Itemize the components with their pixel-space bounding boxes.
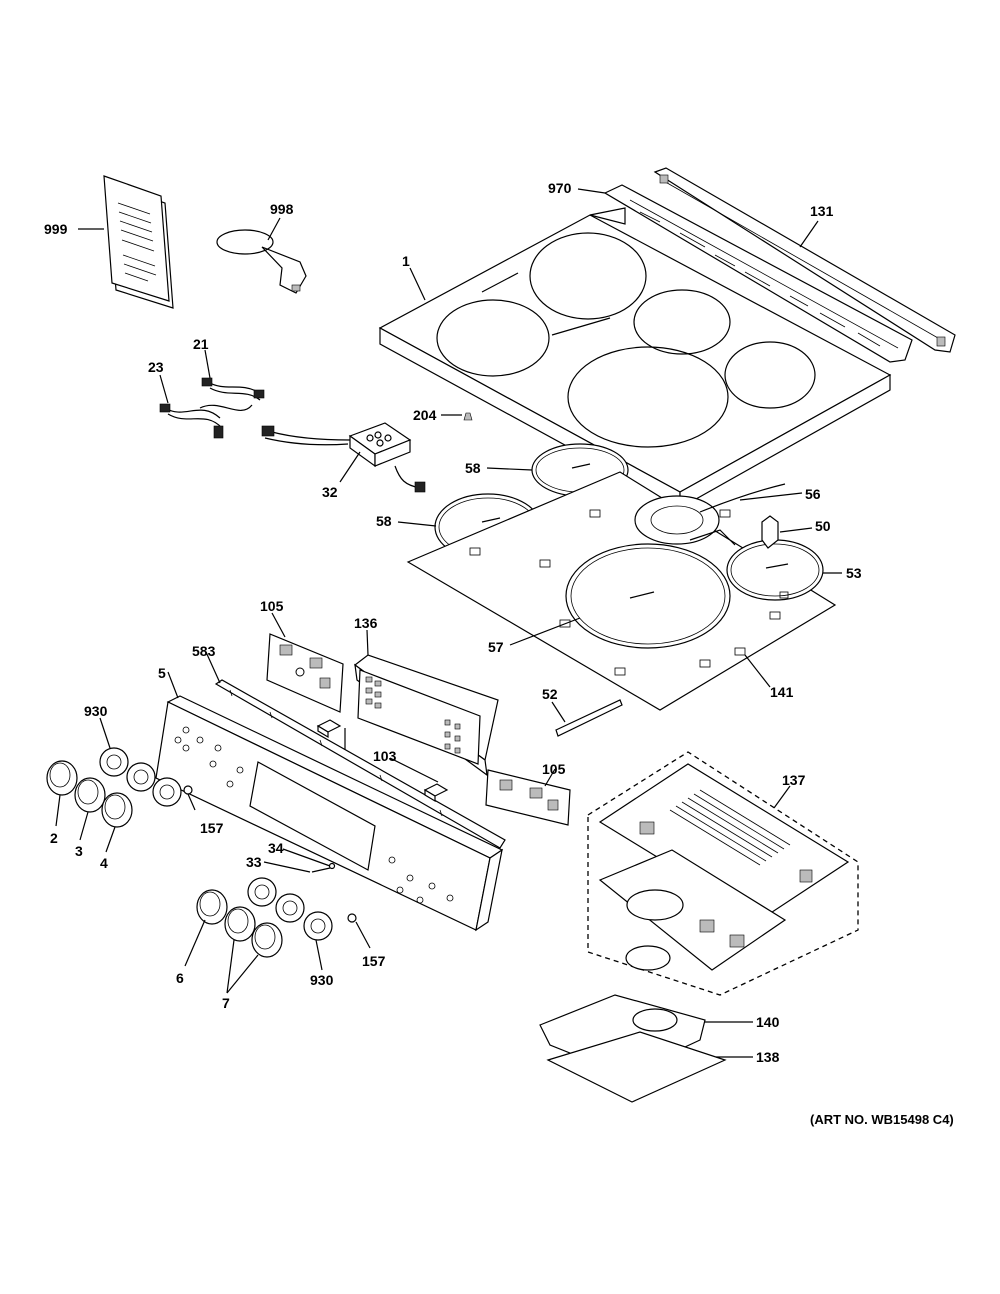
part-131-rear-bracket [653,167,956,353]
part-136-display-control [353,654,499,872]
part-103-clip-upper [316,719,342,739]
leader-lines [55,188,842,1058]
label-23: 23 [148,359,164,375]
label-141: 141 [770,684,794,700]
label-52: 52 [542,686,558,702]
part-970-rear-trim [603,184,913,363]
part-138-base-plate [546,1031,727,1103]
label-58-left: 58 [376,513,392,529]
label-7: 7 [222,995,230,1011]
label-930-left: 930 [84,703,108,719]
label-105-right: 105 [542,761,566,777]
part-998-anti-tip-strap [216,229,307,294]
label-998: 998 [270,201,294,217]
part-930-knob-bezel-right [247,877,333,941]
label-157-left: 157 [200,820,224,836]
label-50: 50 [815,518,831,534]
part-labels: 999 998 970 131 1 21 23 204 32 58 58 56 … [44,180,954,1127]
label-58-rear: 58 [465,460,481,476]
part-4-knob [101,792,133,828]
label-105-left: 105 [260,598,284,614]
part-105-right-control-board [485,769,571,826]
label-2: 2 [50,830,58,846]
part-23-wire-harness [159,403,253,439]
label-157-right: 157 [362,953,386,969]
label-6: 6 [176,970,184,986]
label-1: 1 [402,253,410,269]
label-56: 56 [805,486,821,502]
part-21-wire-harness [201,377,265,401]
part-999-owner-manual [103,175,174,309]
part-3-knob [74,777,106,813]
label-999: 999 [44,221,68,237]
label-138: 138 [756,1049,780,1065]
part-7-knob-pair [224,906,283,958]
label-33: 33 [246,854,262,870]
label-583: 583 [192,643,216,659]
part-157-nut-left [183,785,193,795]
part-583-control-rail [214,679,506,849]
label-137: 137 [782,772,806,788]
label-131: 131 [810,203,834,219]
part-204-fastener [463,412,473,421]
label-57: 57 [488,639,504,655]
part-157-nut-right [347,913,357,923]
label-5: 5 [158,665,166,681]
part-50-sensor-bracket [761,515,779,549]
part-103-clip-lower [423,783,449,803]
label-4: 4 [100,855,108,871]
part-33-34-screw [311,862,336,873]
art-number: (ART NO. WB15498 C4) [810,1112,954,1127]
part-930-knob-bezel-left [99,747,182,807]
label-21: 21 [193,336,209,352]
label-103: 103 [373,748,397,764]
label-930-right: 930 [310,972,334,988]
part-6-knob [196,889,228,925]
label-204: 204 [413,407,437,423]
part-105-left-control-board [266,633,344,713]
part-56-center-coil [634,483,786,546]
label-140: 140 [756,1014,780,1030]
label-53: 53 [846,565,862,581]
label-136: 136 [354,615,378,631]
label-32: 32 [322,484,338,500]
part-5-control-panel [155,695,504,932]
label-34: 34 [268,840,284,856]
part-2-knob [46,760,78,796]
label-3: 3 [75,843,83,859]
part-32-terminal-block [261,422,426,493]
part-52-strip [555,699,623,737]
part-141-coil-support-plate [406,471,837,711]
label-970: 970 [548,180,572,196]
part-137-inverter-assembly [587,751,859,996]
